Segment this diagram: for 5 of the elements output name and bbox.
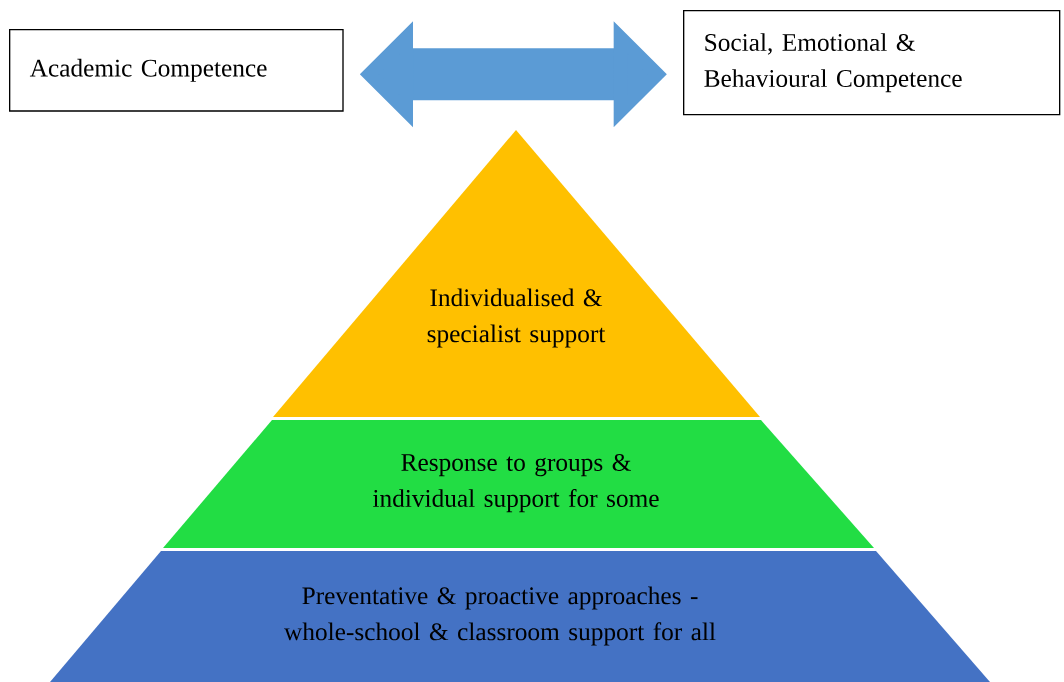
- pyramid-level: Individualised & specialist support: [273, 130, 760, 417]
- text-box: Social, Emotional & Behavioural Competence: [683, 10, 1061, 116]
- pyramid-level: Response to groups & individual support for some: [163, 420, 874, 548]
- text-box: Academic Competence: [9, 29, 344, 112]
- pyramid-level: Preventative & proactive approaches - whole-school & classroom support for all: [50, 551, 990, 682]
